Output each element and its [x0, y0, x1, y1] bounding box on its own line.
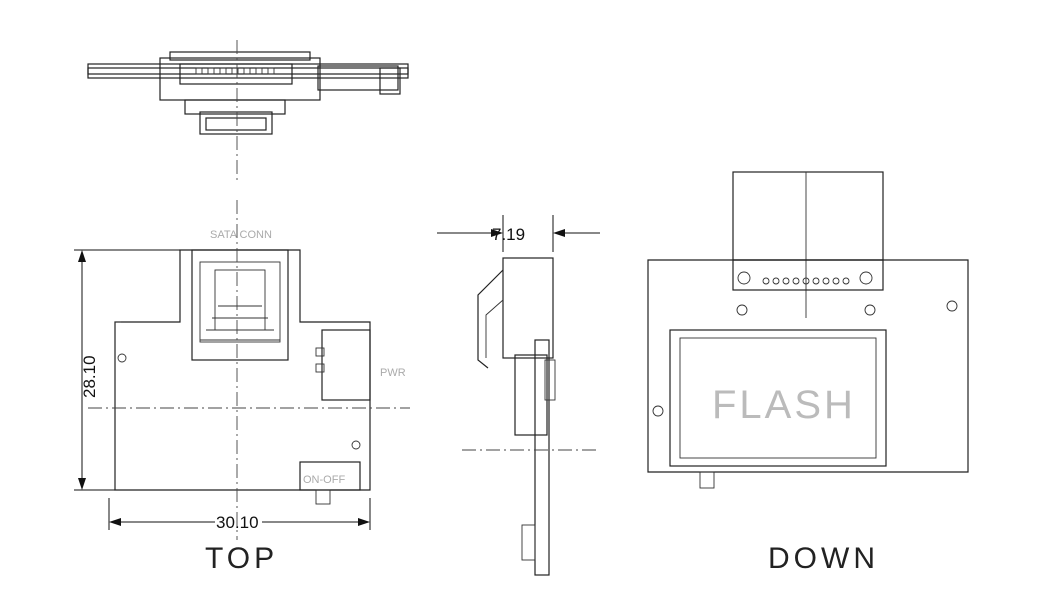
sata-conn-label: SATA CONN	[210, 229, 272, 241]
pwr-connector	[315, 329, 371, 401]
top-view-drawing: SATA CONN PWR ON-OFF	[88, 200, 410, 540]
thickness-dimension-label: 7.19	[492, 225, 525, 244]
on-off-label: ON-OFF	[303, 474, 345, 486]
top-view-title: TOP	[205, 542, 278, 575]
height-dimension-label: 28.10	[80, 355, 99, 398]
end-view-drawing	[87, 40, 409, 180]
width-dimension-label: 30.10	[216, 513, 259, 532]
down-view-title: DOWN	[768, 542, 879, 575]
connector-pins	[195, 67, 275, 75]
width-dimension: 30.10	[108, 498, 371, 532]
height-dimension: 28.10	[74, 249, 180, 491]
down-pins	[762, 277, 850, 285]
flash-label: FLASH	[712, 383, 856, 427]
down-view-drawing: FLASH	[647, 171, 969, 489]
pwr-label: PWR	[380, 367, 406, 379]
on-off-switch	[299, 461, 361, 505]
side-view-drawing: 7.19	[437, 215, 600, 576]
